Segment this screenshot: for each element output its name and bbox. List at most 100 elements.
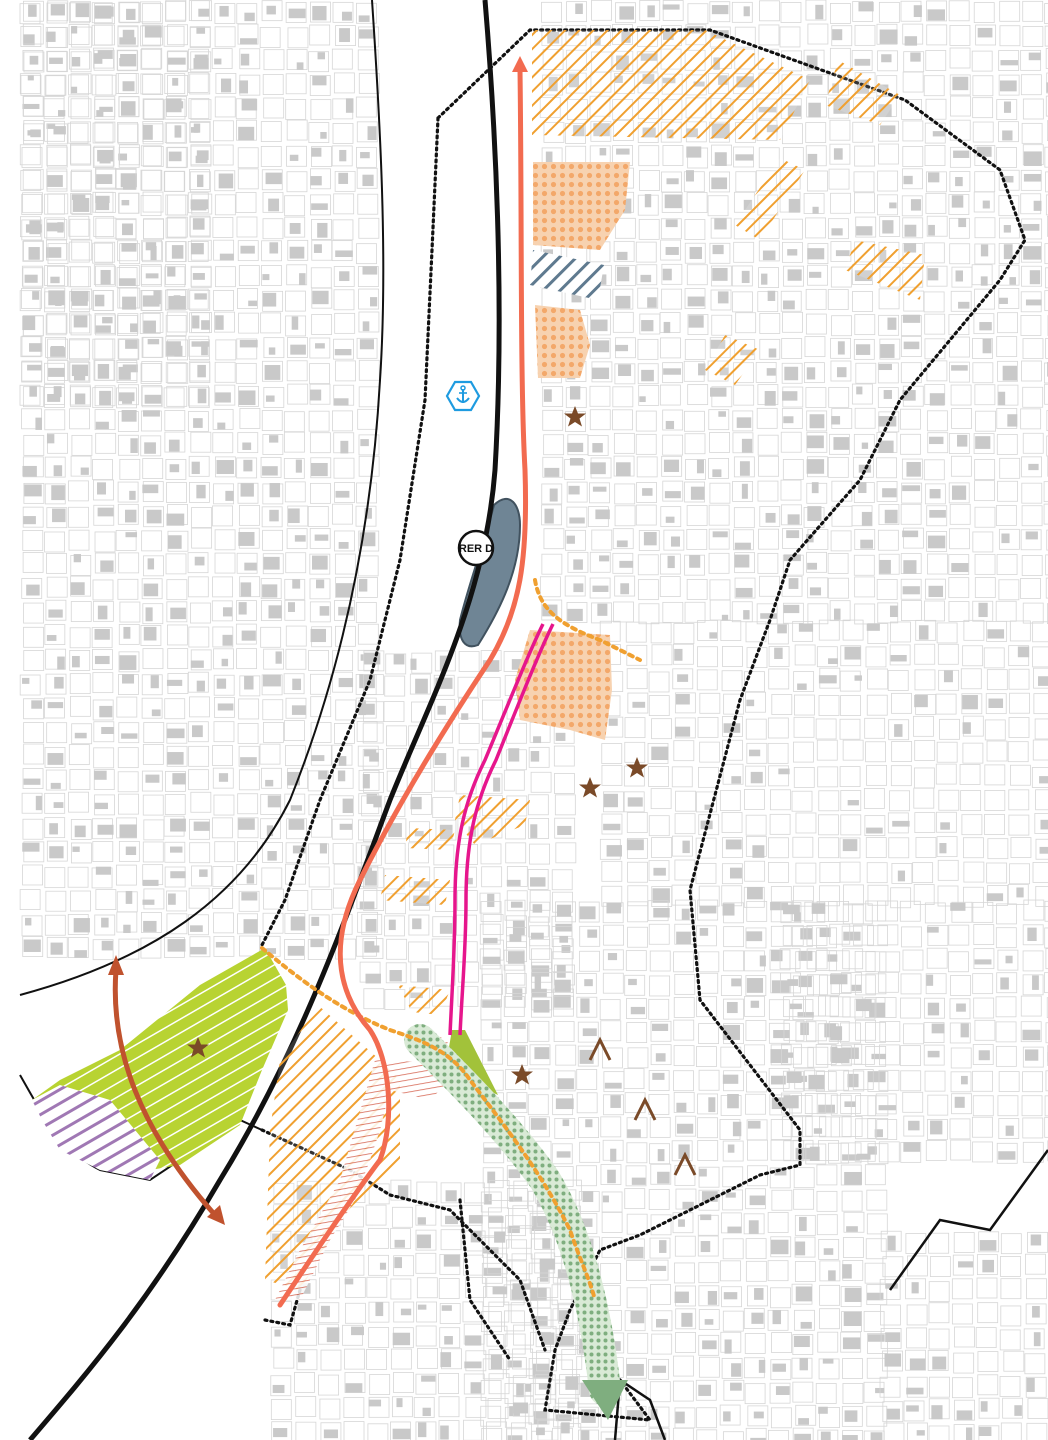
parcel-outline bbox=[783, 1019, 805, 1041]
building bbox=[168, 151, 182, 162]
parcel-outline bbox=[756, 407, 778, 429]
parcel-outline bbox=[674, 1235, 696, 1257]
parcel-outline bbox=[93, 145, 115, 167]
building bbox=[194, 293, 207, 300]
parcel-outline bbox=[68, 241, 90, 263]
parcel-outline bbox=[768, 837, 789, 859]
parcel-outline bbox=[91, 24, 113, 46]
parcel-outline bbox=[333, 193, 355, 215]
parcel-outline bbox=[541, 483, 563, 505]
parcel-outline bbox=[566, 481, 588, 503]
parcel-outline bbox=[119, 458, 141, 480]
building bbox=[490, 1354, 502, 1370]
parcel-outline bbox=[1002, 1397, 1024, 1419]
building bbox=[965, 1427, 973, 1440]
building bbox=[735, 587, 753, 598]
parcel-outline bbox=[971, 1116, 993, 1138]
parcel-outline bbox=[673, 997, 695, 1018]
building bbox=[511, 659, 525, 670]
parcel-outline bbox=[591, 0, 612, 21]
parcel-outline bbox=[949, 74, 971, 96]
hatch-zone-south bbox=[265, 1005, 400, 1290]
building bbox=[53, 126, 66, 135]
parcel-outline bbox=[23, 626, 44, 648]
building bbox=[894, 724, 903, 737]
parcel-outline bbox=[189, 289, 211, 311]
parcel-outline bbox=[685, 459, 706, 480]
parcel-outline bbox=[1022, 1141, 1044, 1163]
parcel-outline bbox=[948, 554, 970, 575]
parcel-outline bbox=[393, 1301, 415, 1323]
building bbox=[978, 1050, 990, 1061]
parcel-outline bbox=[601, 1212, 623, 1233]
parcel-outline bbox=[687, 3, 709, 25]
parcel-outline bbox=[68, 744, 90, 766]
building bbox=[663, 321, 671, 334]
parcel-outline bbox=[534, 1398, 556, 1420]
parcel-outline bbox=[529, 843, 550, 865]
parcel-outline bbox=[974, 480, 995, 502]
parcel-outline bbox=[481, 1215, 503, 1237]
parcel-outline bbox=[335, 360, 356, 382]
parcel-outline bbox=[842, 1358, 863, 1379]
parcel-outline bbox=[831, 315, 852, 337]
parcel-outline bbox=[675, 790, 697, 812]
parcel-outline bbox=[926, 24, 948, 46]
parcel-outline bbox=[187, 411, 209, 432]
building bbox=[240, 245, 255, 254]
parcel-outline bbox=[780, 902, 802, 924]
parcel-outline bbox=[190, 649, 212, 671]
parcel-outline bbox=[46, 936, 68, 958]
parcel-outline bbox=[828, 386, 850, 408]
parcel-outline bbox=[697, 1140, 719, 1161]
parcel-outline bbox=[675, 1308, 697, 1330]
parcel-outline bbox=[902, 120, 924, 142]
building bbox=[978, 1426, 992, 1437]
building bbox=[174, 125, 182, 138]
building bbox=[699, 905, 717, 914]
parcel-outline bbox=[482, 914, 504, 935]
building bbox=[675, 694, 690, 705]
parcel-outline bbox=[902, 1091, 924, 1113]
parcel-outline bbox=[1022, 0, 1044, 22]
parcel-outline bbox=[237, 913, 258, 935]
building bbox=[31, 700, 42, 709]
parcel-outline bbox=[47, 338, 69, 360]
building bbox=[808, 102, 821, 118]
parcel-outline bbox=[23, 240, 44, 262]
rer-station-icon: RER D bbox=[457, 529, 495, 567]
parcel-outline bbox=[709, 171, 730, 193]
parcel-outline bbox=[188, 387, 210, 409]
parcel-outline bbox=[882, 1401, 904, 1423]
building bbox=[676, 1123, 694, 1134]
parcel-outline bbox=[1047, 603, 1048, 625]
parcel-outline bbox=[948, 601, 970, 622]
building bbox=[591, 340, 610, 353]
red-hatched-crossing bbox=[275, 1035, 470, 1300]
parcel-outline bbox=[1008, 789, 1030, 811]
building bbox=[196, 484, 206, 499]
building bbox=[711, 177, 728, 190]
building bbox=[362, 321, 370, 332]
building bbox=[783, 1095, 799, 1109]
parcel-outline bbox=[650, 1163, 672, 1185]
parcel-outline bbox=[950, 1139, 972, 1161]
parcel-outline bbox=[91, 74, 113, 96]
parcel-outline bbox=[438, 1396, 460, 1418]
parcel-outline bbox=[457, 749, 479, 771]
building bbox=[344, 1278, 354, 1285]
building bbox=[798, 976, 812, 988]
parcel-outline bbox=[355, 505, 377, 527]
parcel-outline bbox=[165, 264, 186, 286]
building bbox=[717, 291, 729, 304]
parcel-outline bbox=[119, 2, 141, 24]
building bbox=[910, 199, 922, 211]
building bbox=[1005, 1125, 1014, 1136]
parcel-outline bbox=[913, 884, 935, 905]
parcel-outline bbox=[977, 1374, 999, 1396]
parcel-outline bbox=[949, 171, 971, 192]
parcel-outline bbox=[925, 1140, 947, 1161]
parcel-outline bbox=[284, 720, 305, 741]
parcel-outline bbox=[118, 793, 139, 815]
parcel-outline bbox=[434, 699, 456, 720]
